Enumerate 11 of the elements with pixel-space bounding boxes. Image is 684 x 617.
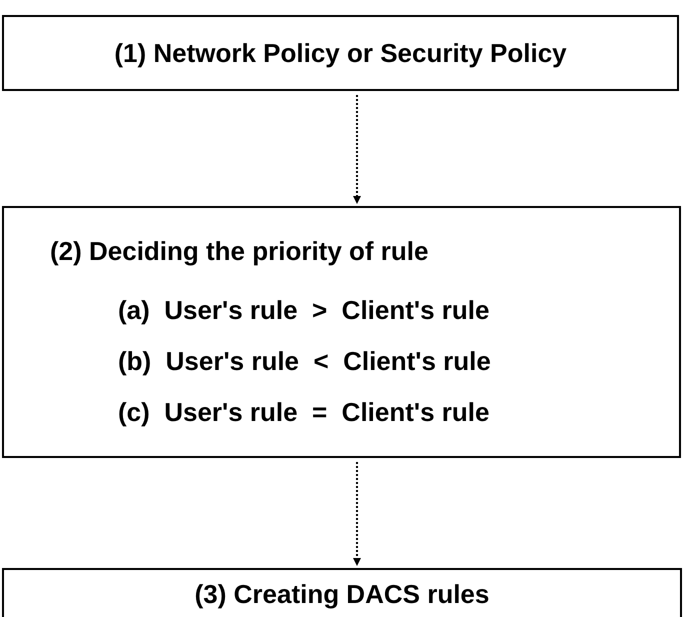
- dotted-arrow: [353, 95, 361, 204]
- process-box: [2, 15, 679, 91]
- process-box: [2, 568, 682, 617]
- box-title: (1) Network Policy or Security Policy: [114, 36, 567, 70]
- process-box: [2, 206, 681, 458]
- rule-item: (a) User's rule > Client's rule: [118, 294, 490, 327]
- box-title: (3) Creating DACS rules: [194, 579, 490, 609]
- dotted-arrow: [353, 462, 361, 566]
- rule-item: (b) User's rule < Client's rule: [118, 345, 491, 378]
- box-title: (2) Deciding the priority of rule: [50, 235, 428, 268]
- rule-item: (c) User's rule = Client's rule: [118, 396, 490, 429]
